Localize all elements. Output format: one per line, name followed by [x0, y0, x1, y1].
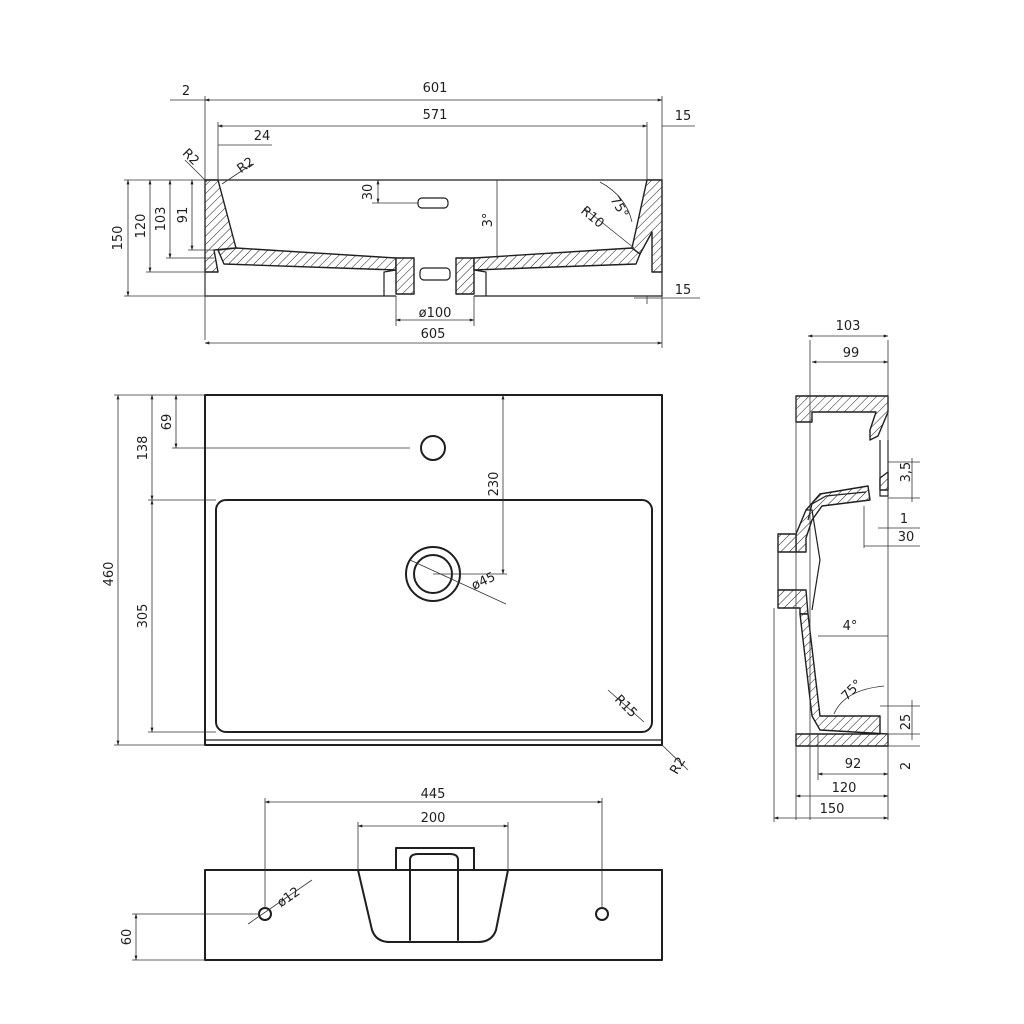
- dim-75deg-front: 75°: [607, 194, 632, 221]
- front-left-floor: [217, 247, 397, 271]
- dim-24: 24: [254, 129, 271, 144]
- front-section-view: [204, 96, 663, 340]
- back-view: [204, 847, 663, 961]
- dim-571: 571: [423, 108, 448, 123]
- side-dimensions: 103 99 3,5 1 30 4° 75° 25 2 92 120 150: [773, 319, 920, 822]
- plan-dimensions: 460 305 138 69 230 ø45 R15 R2: [102, 394, 689, 777]
- front-drain-left: [395, 257, 415, 295]
- dim-103-side: 103: [836, 319, 861, 334]
- dim-15-top: 15: [675, 109, 692, 124]
- dim-4deg: 4°: [843, 619, 858, 634]
- back-drain-bracket: [395, 847, 475, 871]
- dim-91: 91: [176, 207, 191, 224]
- dim-75deg-side: 75°: [839, 677, 866, 704]
- front-drain-right: [455, 257, 475, 295]
- dim-d12: ø12: [275, 884, 304, 910]
- front-right-floor: [473, 247, 641, 271]
- plan-basin: [215, 499, 653, 733]
- dim-r2-outer: R2: [179, 146, 202, 169]
- dim-92: 92: [845, 757, 862, 772]
- dim-103: 103: [154, 207, 169, 232]
- side-drain-pipe: [777, 552, 796, 591]
- dim-60: 60: [120, 929, 135, 946]
- back-dimensions: 445 200 ø12 60: [120, 787, 603, 961]
- dim-150-side: 150: [820, 802, 845, 817]
- dim-25: 25: [899, 714, 914, 731]
- dim-69: 69: [160, 414, 175, 431]
- plan-outer: [204, 394, 663, 746]
- dim-30-overflow: 30: [361, 184, 376, 201]
- dim-200: 200: [421, 811, 446, 826]
- front-dimensions: 601 2 571 15 24 R2 R2 150 120 103 91 30 …: [111, 81, 700, 348]
- dim-d45: ø45: [469, 570, 498, 594]
- dim-r2-plan: R2: [667, 755, 689, 777]
- back-outline: [204, 869, 663, 961]
- dim-3-5: 3,5: [899, 462, 914, 483]
- side-section-view: [777, 340, 889, 820]
- dim-2-side: 2: [899, 762, 914, 770]
- dim-120-front: 120: [134, 214, 149, 239]
- dim-1: 1: [900, 512, 908, 527]
- dim-230: 230: [487, 472, 502, 497]
- dim-445: 445: [421, 787, 446, 802]
- dim-99: 99: [843, 346, 860, 361]
- side-drain-upper: [777, 533, 797, 553]
- side-basin-curve: [806, 509, 821, 611]
- back-bowl-profile: [357, 869, 509, 943]
- side-lip: [879, 471, 889, 491]
- dim-30-side: 30: [898, 530, 915, 545]
- dim-d100: ø100: [419, 306, 452, 321]
- dim-305: 305: [136, 604, 151, 629]
- plan-view: [204, 394, 663, 746]
- dim-601: 601: [423, 81, 448, 96]
- dim-2: 2: [182, 84, 190, 99]
- dim-460: 460: [102, 562, 117, 587]
- dim-3deg: 3°: [481, 213, 496, 228]
- dim-605: 605: [421, 327, 446, 342]
- front-overflow-slot: [417, 197, 449, 209]
- dim-150-front: 150: [111, 226, 126, 251]
- dim-r10: R10: [577, 204, 606, 232]
- dim-15-bottom: 15: [675, 283, 692, 298]
- front-base-outline: [204, 272, 663, 297]
- front-drain-outline: [383, 269, 487, 296]
- tap-hole: [420, 435, 446, 461]
- back-trap: [409, 853, 459, 941]
- front-drain-opening: [419, 267, 451, 281]
- front-right-wall: [631, 179, 663, 273]
- side-drain-lower: [777, 589, 809, 615]
- dim-138: 138: [136, 436, 151, 461]
- mount-hole-right: [595, 907, 609, 921]
- dim-120-side: 120: [832, 781, 857, 796]
